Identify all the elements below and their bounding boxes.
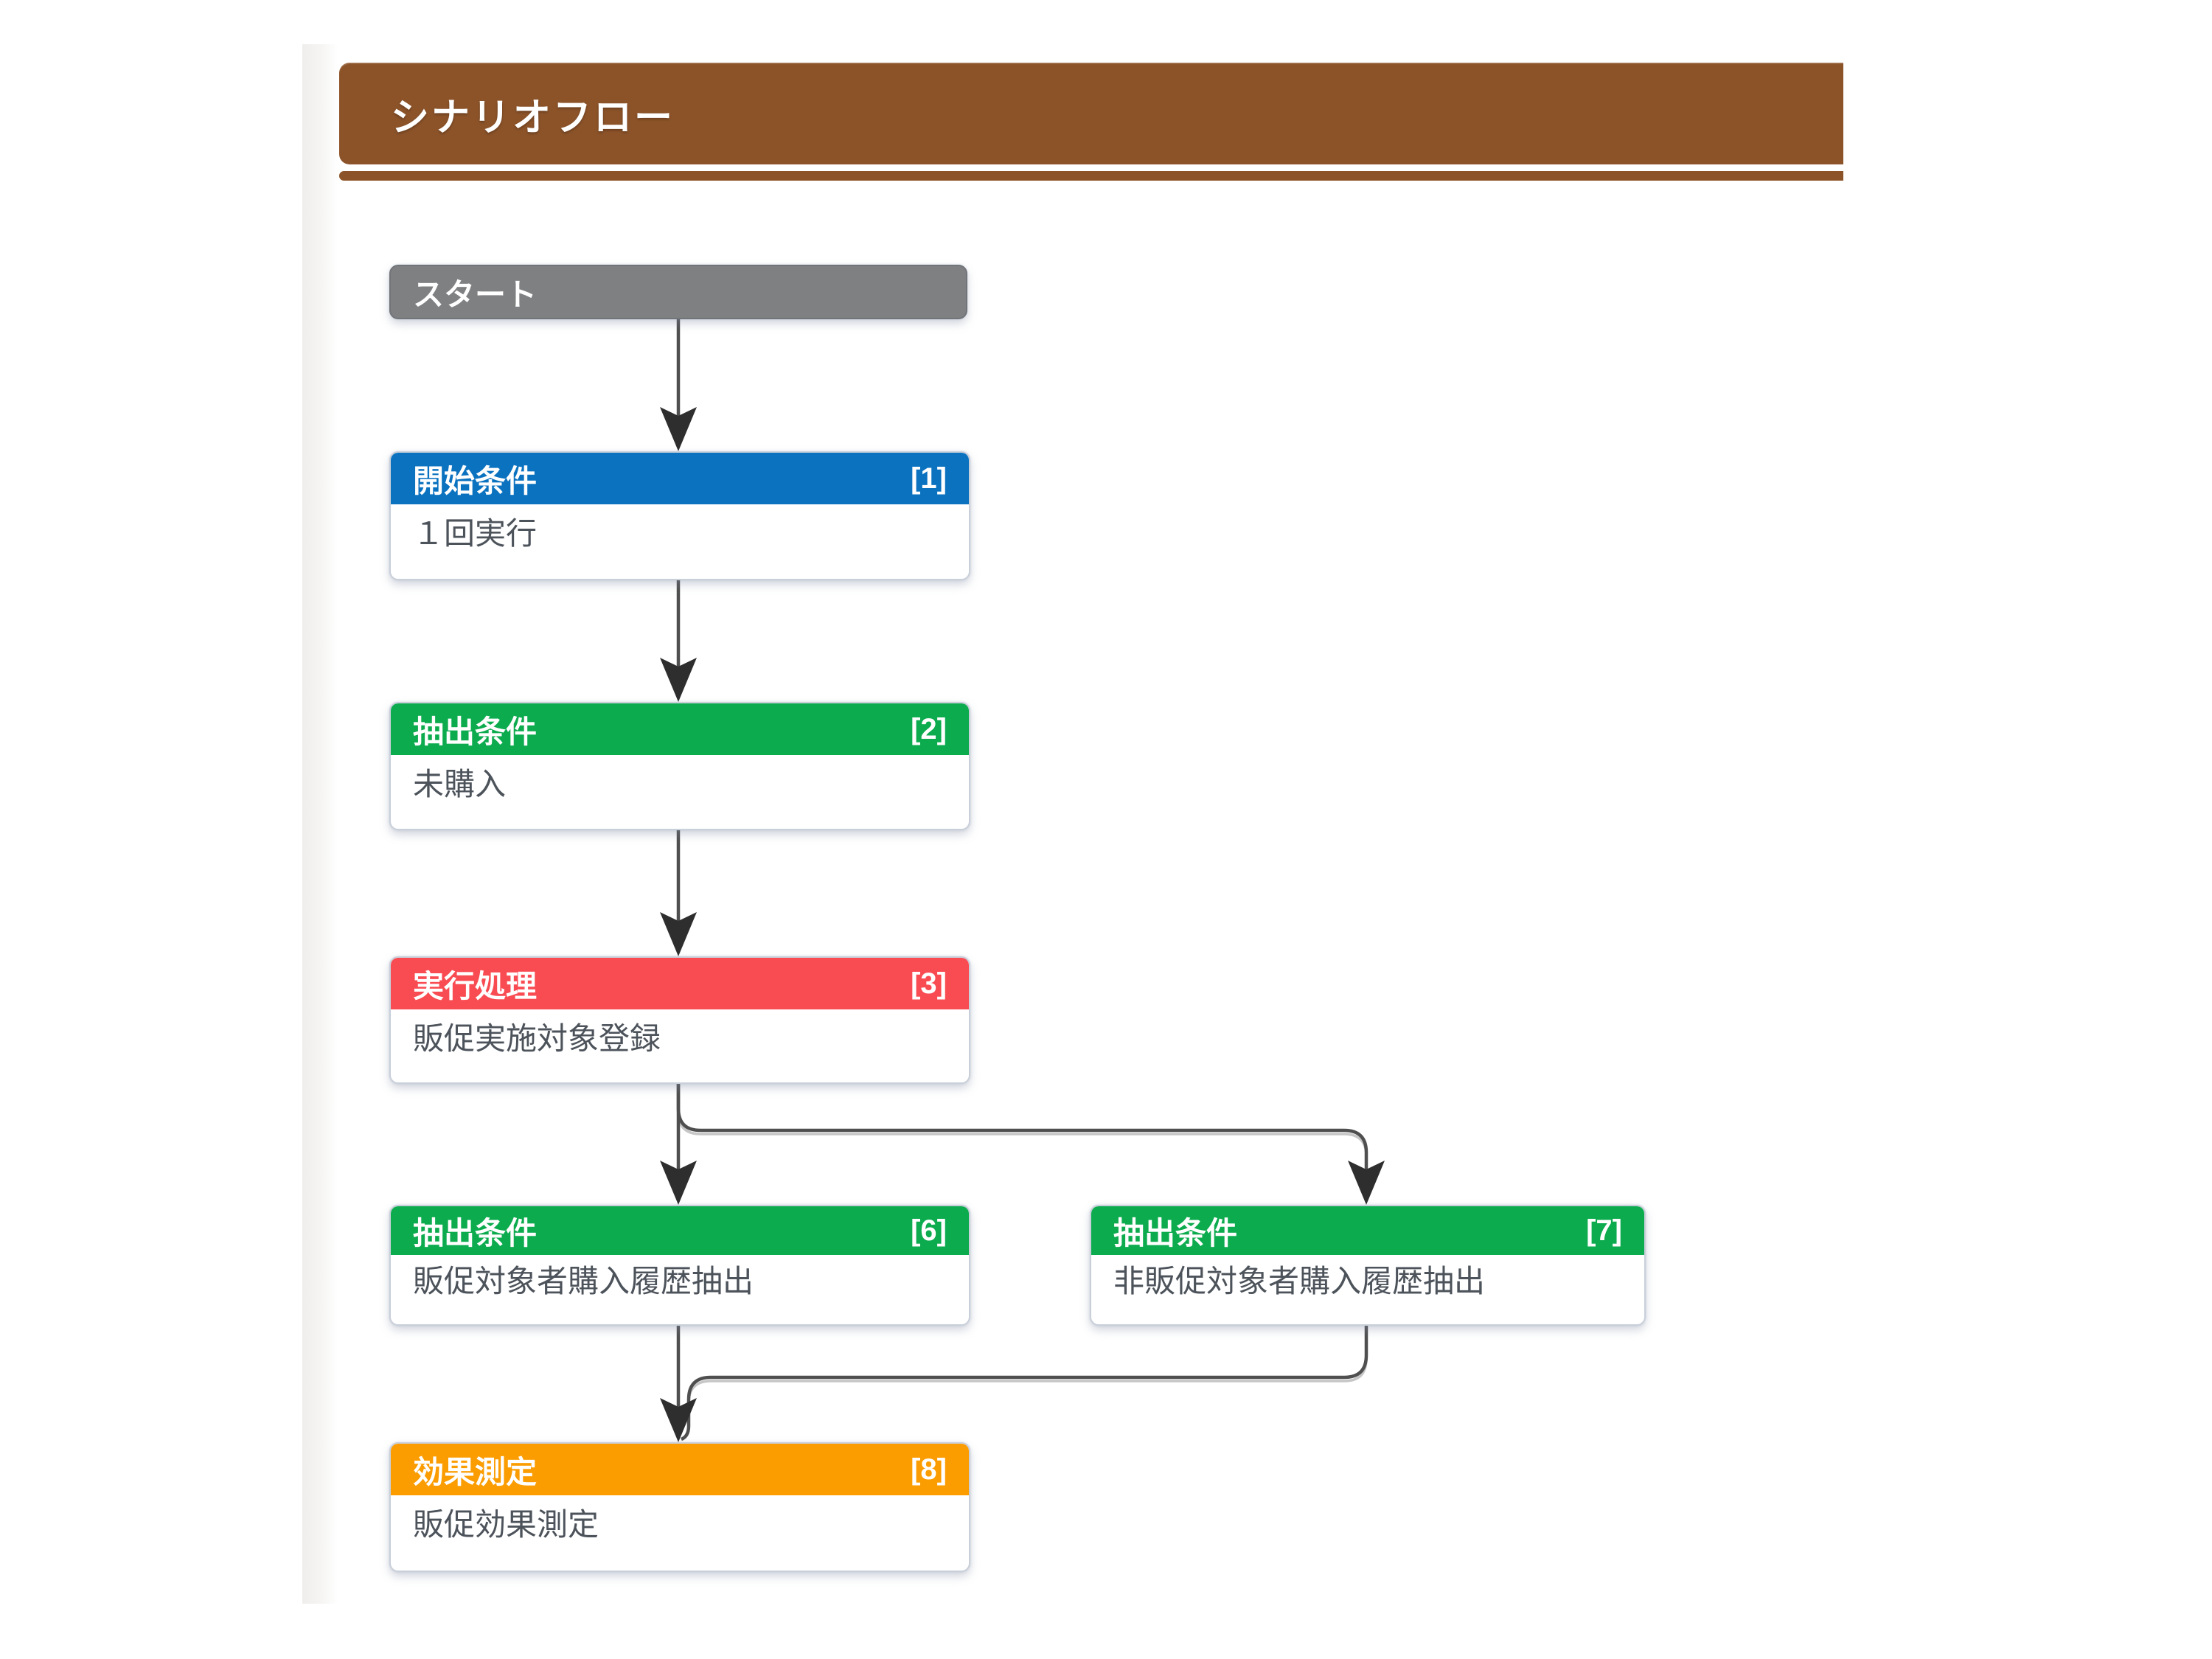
arrowhead-into-1: [660, 407, 697, 451]
flow-node-start[interactable]: スタート: [389, 265, 967, 319]
node-8-body-text: 販促効果測定: [413, 1507, 599, 1542]
node-1-number-badge: [1]: [911, 462, 947, 495]
node-6-type-label: 抽出条件: [413, 1215, 538, 1251]
node-2-body: 未購入: [391, 755, 969, 815]
section-title-underline: [339, 171, 1843, 181]
arrowhead-into-6: [660, 1161, 697, 1205]
node-6-header: 抽出条件 [6]: [391, 1206, 969, 1255]
flow-node-7[interactable]: 抽出条件 [7] 非販促対象者購入履歴抽出: [1090, 1205, 1646, 1326]
node-1-body-text: １回実行: [413, 516, 538, 551]
node-3-number-badge: [3]: [911, 967, 947, 1000]
node-7-body-text: 非販促対象者購入履歴抽出: [1113, 1264, 1486, 1298]
node-8-body: 販促効果測定: [391, 1495, 969, 1555]
arrowhead-into-3: [660, 912, 697, 956]
page-title: シナリオフロー: [391, 96, 675, 139]
node-8-type-label: 効果測定: [413, 1454, 538, 1489]
node-8-header: 効果測定 [8]: [391, 1444, 969, 1495]
node-7-type-label: 抽出条件: [1113, 1215, 1238, 1251]
node-1-body: １回実行: [391, 504, 969, 564]
node-1-type-label: 開始条件: [413, 463, 538, 498]
node-2-number-badge: [2]: [911, 712, 947, 745]
arrowhead-into-2: [660, 658, 697, 702]
node-6-body-text: 販促対象者購入履歴抽出: [413, 1264, 754, 1298]
connector-3-7-shadow: [677, 1085, 1368, 1198]
node-3-body: 販促実施対象登録: [391, 1009, 969, 1069]
arrowhead-into-8: [660, 1398, 697, 1442]
node-7-header: 抽出条件 [7]: [1091, 1206, 1644, 1255]
node-2-type-label: 抽出条件: [413, 714, 538, 749]
node-3-body-text: 販促実施対象登録: [413, 1021, 661, 1056]
flow-node-8[interactable]: 効果測定 [8] 販促効果測定: [389, 1442, 970, 1572]
node-7-body: 非販促対象者購入履歴抽出: [1091, 1255, 1644, 1312]
flow-node-3[interactable]: 実行処理 [3] 販促実施対象登録: [389, 956, 970, 1084]
node-2-body-text: 未購入: [413, 767, 507, 801]
arrowhead-into-7: [1348, 1161, 1385, 1205]
node-1-header: 開始条件 [1]: [391, 453, 969, 504]
node-7-number-badge: [7]: [1586, 1214, 1622, 1247]
flow-node-6[interactable]: 抽出条件 [6] 販促対象者購入履歴抽出: [389, 1205, 970, 1326]
node-6-number-badge: [6]: [911, 1214, 947, 1247]
node-2-header: 抽出条件 [2]: [391, 703, 969, 755]
node-6-body: 販促対象者購入履歴抽出: [391, 1255, 969, 1312]
node-3-type-label: 実行処理: [413, 968, 538, 1004]
flow-node-1[interactable]: 開始条件 [1] １回実行: [389, 451, 970, 580]
connector-7-8: [681, 1323, 1368, 1441]
node-3-header: 実行処理 [3]: [391, 958, 969, 1009]
panel-left-shadow: [302, 44, 338, 1604]
flow-node-2[interactable]: 抽出条件 [2] 未購入: [389, 702, 970, 830]
connector-3-7: [676, 1081, 1368, 1196]
node-start-label: スタート: [413, 276, 538, 312]
node-8-number-badge: [8]: [911, 1453, 947, 1486]
section-title-bar: シナリオフロー: [339, 63, 1843, 164]
